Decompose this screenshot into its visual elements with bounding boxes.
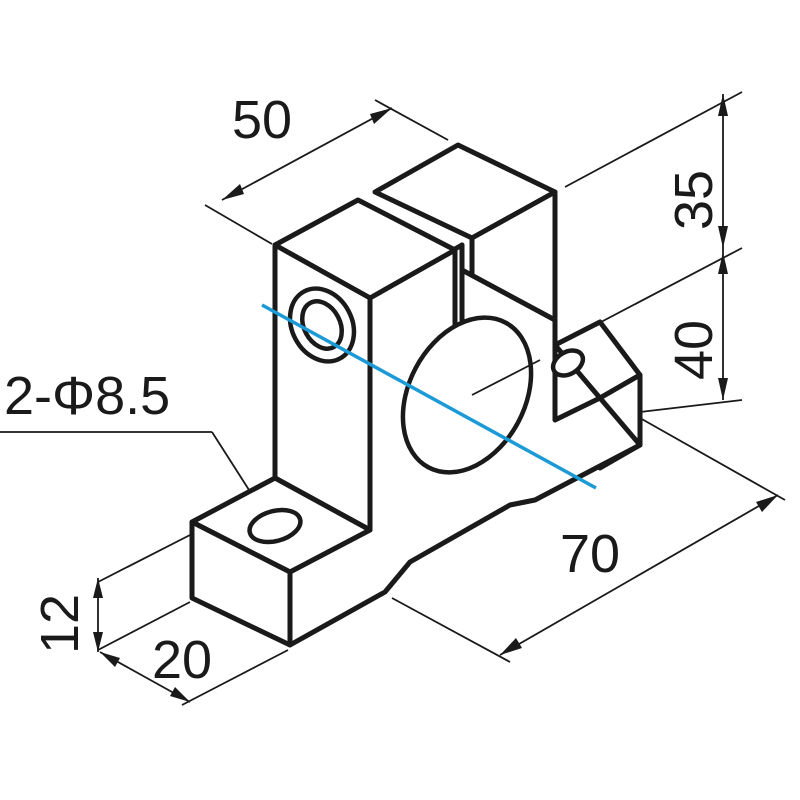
dim-35-arrow-top [718, 94, 728, 116]
dim-70-ext-left [391, 597, 511, 663]
dim-20-arrow-left [100, 652, 120, 667]
dim-70-arrow-left [500, 638, 522, 655]
dim-50-label: 50 [232, 90, 292, 150]
dim-50-ext-right [374, 99, 449, 141]
dim-70-line [499, 494, 779, 656]
dim-50-arrow-right [370, 108, 392, 124]
counterbore-inner [299, 299, 345, 351]
shaft-axis-line [261, 303, 597, 490]
dim-12-arrow-top [93, 578, 103, 598]
dim-12-ext-bottom [97, 601, 191, 651]
dim-35-label: 35 [664, 170, 724, 230]
dim-40-ext-bottom [639, 399, 743, 413]
bore-center-mark [471, 359, 541, 396]
dim-40-arrow-top [718, 252, 728, 274]
dim-12-ext-top [97, 534, 191, 583]
dim-20-ext-right [181, 649, 289, 706]
dimension-labels: 50 35 40 70 12 20 2-Φ8.5 [4, 90, 724, 690]
dim-12-arrow-bottom [93, 632, 103, 652]
dim-20-label: 20 [152, 630, 212, 690]
dim-40-arrow-bottom [718, 378, 728, 400]
dim-50-ext-left [204, 204, 273, 245]
dim-70-label: 70 [560, 524, 620, 584]
shaft-support-part [189, 142, 643, 648]
dim-50-arrow-left [222, 184, 244, 200]
dim-50-line [221, 107, 393, 201]
dim-20-arrow-right [170, 687, 190, 702]
dim-40-ext-mid [581, 247, 743, 333]
dim-70-ext-right [639, 417, 786, 501]
hole-spec-label: 2-Φ8.5 [4, 366, 170, 426]
dim-35-ext-top [564, 91, 743, 188]
left-base-front [189, 519, 293, 648]
dim-70-arrow-right [756, 495, 778, 512]
mount-hole-right [550, 348, 586, 378]
dim-12-label: 12 [30, 594, 90, 654]
dim-35-arrow-bottom [718, 226, 728, 248]
dim-40-label: 40 [664, 320, 724, 380]
mount-hole-left [247, 507, 303, 545]
